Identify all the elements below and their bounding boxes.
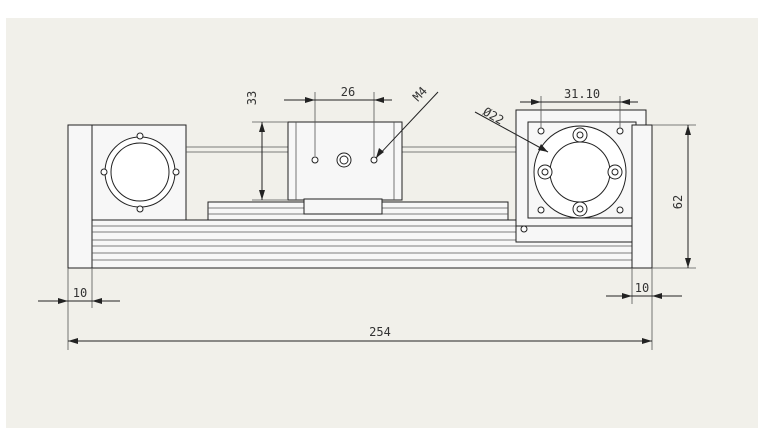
dim-3110-arrow-left [531,99,541,105]
m4-leader [375,91,439,159]
carriage-foot [303,198,383,215]
motor-screw-top-inner [576,131,584,139]
dim-10r-arrow-right [652,293,662,299]
motor-corner-hole-bl [537,206,545,214]
bore-leader [474,111,549,153]
motor-base-slot [515,225,633,243]
motor-bore [549,141,611,203]
left-screw-bottom [136,205,144,213]
dim-26-arrow-right [374,97,384,103]
motor-corner-hole-br [616,206,624,214]
bore-leader-arrow [538,144,548,152]
left-bearing-inner [110,142,170,202]
dim-62-arrow-top [685,125,691,135]
dim-26-arrow-left [305,97,315,103]
motor-base-hole [520,225,528,233]
dim-10r-label: 10 [635,281,649,295]
dim-62-label: 62 [671,195,685,209]
carriage-hole-right [370,156,378,164]
motor-corner-hole-tr [616,127,624,135]
motor-screw-right-inner [611,168,619,176]
dim-254-arrow-left [68,338,78,344]
dim-26-label: 26 [341,85,355,99]
dim-10l-arrow-left [58,298,68,304]
dim-33-arrow-bottom [259,190,265,200]
dim-10r-arrow-left [622,293,632,299]
right-end-plate [631,124,653,269]
carriage-center-inner [339,155,349,165]
left-end-plate [67,124,93,269]
dim-33-label: 33 [245,91,259,105]
dim-3110-label: 31.10 [564,87,600,101]
left-screw-left [100,168,108,176]
dim-10l-arrow-right [92,298,102,304]
motor-corner-hole-tl [537,127,545,135]
carriage-hole-left [311,156,319,164]
dim-254-label: 254 [369,325,391,339]
motor-screw-bottom-inner [576,205,584,213]
m4-leader-arrow [376,148,384,158]
motor-screw-left-inner [541,168,549,176]
dim-10l-label: 10 [73,286,87,300]
left-screw-top [136,132,144,140]
dim-3110-arrow-right [620,99,630,105]
dim-33-arrow-top [259,122,265,132]
dim-254-arrow-right [642,338,652,344]
dim-62-arrow-bottom [685,258,691,268]
left-screw-right [172,168,180,176]
